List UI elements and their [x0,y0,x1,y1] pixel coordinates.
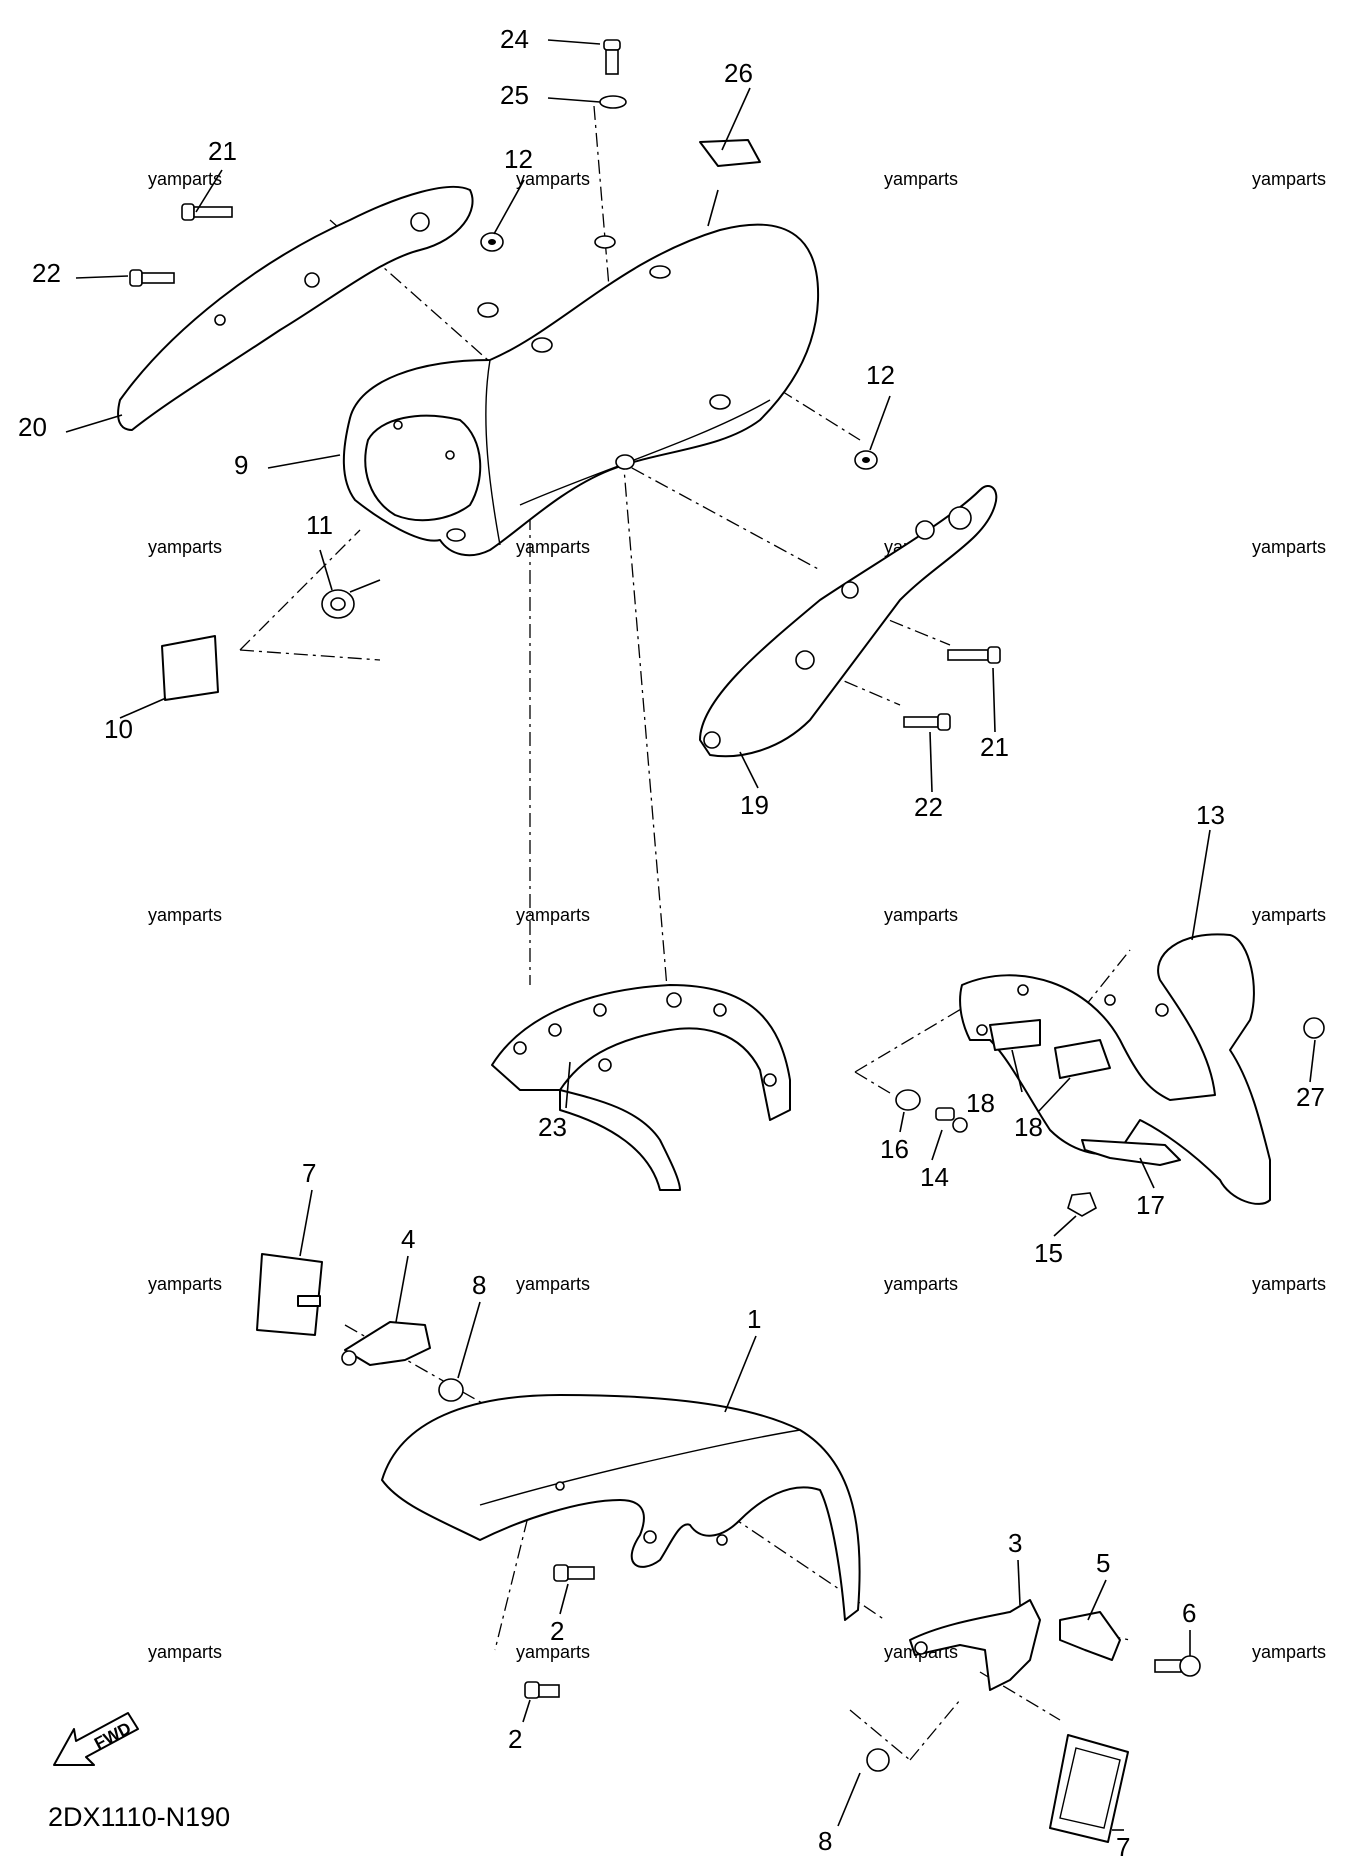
bolt-2-upper [553,1564,595,1582]
watermark-text: yamparts [884,1274,958,1294]
watermark-text: yamparts [1252,537,1326,557]
watermark-text: yamparts [1252,1642,1326,1662]
bolt-22-left [129,269,175,287]
bracket-5 [1059,1611,1121,1661]
bolt-2-lower [524,1681,560,1699]
bracket-23 [491,984,791,1191]
watermark-text: yamparts [148,905,222,925]
leader-lines [65,39,1316,1831]
callout-2: 2 [508,1724,522,1754]
bolt-24 [603,39,621,75]
watermark-text: yamparts [1252,1274,1326,1294]
plate-26 [699,139,761,167]
watermark-text: yamparts [148,1274,222,1294]
callout-26: 26 [724,58,753,88]
callout-21: 21 [208,136,237,166]
watermark-text: yamparts [148,169,222,189]
callout-18: 18 [966,1088,995,1118]
nut-8-upper [438,1378,464,1402]
callout-22: 22 [32,258,61,288]
callout-7: 7 [302,1158,316,1188]
callout-16: 16 [880,1134,909,1164]
washer-25 [599,95,627,109]
callout-23: 23 [538,1112,567,1142]
reflector-7-lower [1049,1734,1129,1843]
callout-13: 13 [1196,800,1225,830]
callout-8: 8 [818,1826,832,1856]
bolt-6 [1154,1655,1201,1677]
callout-21: 21 [980,732,1009,762]
pad-10 [161,635,219,701]
callout-22: 22 [914,792,943,822]
watermark-text: yamparts [148,1642,222,1662]
grommet-12-right [854,450,878,470]
bracket-3 [909,1599,1041,1691]
inner-fender-13 [959,933,1271,1205]
callout-9: 9 [234,450,248,480]
reflector-7-upper [256,1253,323,1336]
front-fender-1 [381,1394,861,1621]
callout-11: 11 [306,510,333,540]
callout-24: 24 [500,24,529,54]
callout-20: 20 [18,412,47,442]
damper-18-b [1054,1039,1111,1079]
nut-15 [1067,1192,1098,1217]
bolt-14 [935,1107,968,1133]
watermark-text: yamparts [516,537,590,557]
washer-16 [895,1089,921,1111]
fwd-arrow-icon: FWD [53,1712,139,1766]
nut-8-lower [866,1748,890,1772]
watermark-text: yamparts [1252,905,1326,925]
watermark-text: yamparts [884,169,958,189]
grommet-11 [321,589,355,619]
callout-2: 2 [550,1616,564,1646]
callout-layer: 24 25 26 21 12 22 20 9 12 11 10 19 22 21… [18,24,1325,1861]
nut-27 [1303,1017,1325,1039]
callout-25: 25 [500,80,529,110]
callout-19: 19 [740,790,769,820]
diagram-code: 2DX1110-N190 [48,1802,230,1832]
stay-19 [699,485,998,758]
callout-10: 10 [104,714,133,744]
callout-5: 5 [1096,1548,1110,1578]
bracket-17 [1081,1139,1181,1166]
callout-14: 14 [920,1162,949,1192]
callout-15: 15 [1034,1238,1063,1268]
grommet-12-top [480,232,504,252]
watermark-text: yamparts [1252,169,1326,189]
watermark-text: yamparts [884,905,958,925]
callout-17: 17 [1136,1190,1165,1220]
callout-6: 6 [1182,1598,1196,1628]
bolt-21-left [181,203,233,221]
callout-1: 1 [747,1304,761,1334]
damper-18-a [989,1019,1041,1051]
stay-20 [117,185,474,431]
watermark-text: yamparts [148,537,222,557]
callout-4: 4 [401,1224,415,1254]
callout-18: 18 [1014,1112,1043,1142]
callout-12: 12 [504,144,533,174]
callout-7: 7 [1116,1832,1130,1861]
rear-fender-9 [342,223,820,557]
callout-12: 12 [866,360,895,390]
watermark-text: yamparts [516,169,590,189]
watermark-text: yamparts [516,905,590,925]
callout-3: 3 [1008,1528,1022,1558]
callout-8: 8 [472,1270,486,1300]
watermark-text: yamparts [516,1274,590,1294]
callout-27: 27 [1296,1082,1325,1112]
watermark-text: yamparts [516,1642,590,1662]
bolt-22-right [903,713,951,731]
bracket-4 [341,1321,431,1366]
bolt-21-right [947,646,1001,664]
